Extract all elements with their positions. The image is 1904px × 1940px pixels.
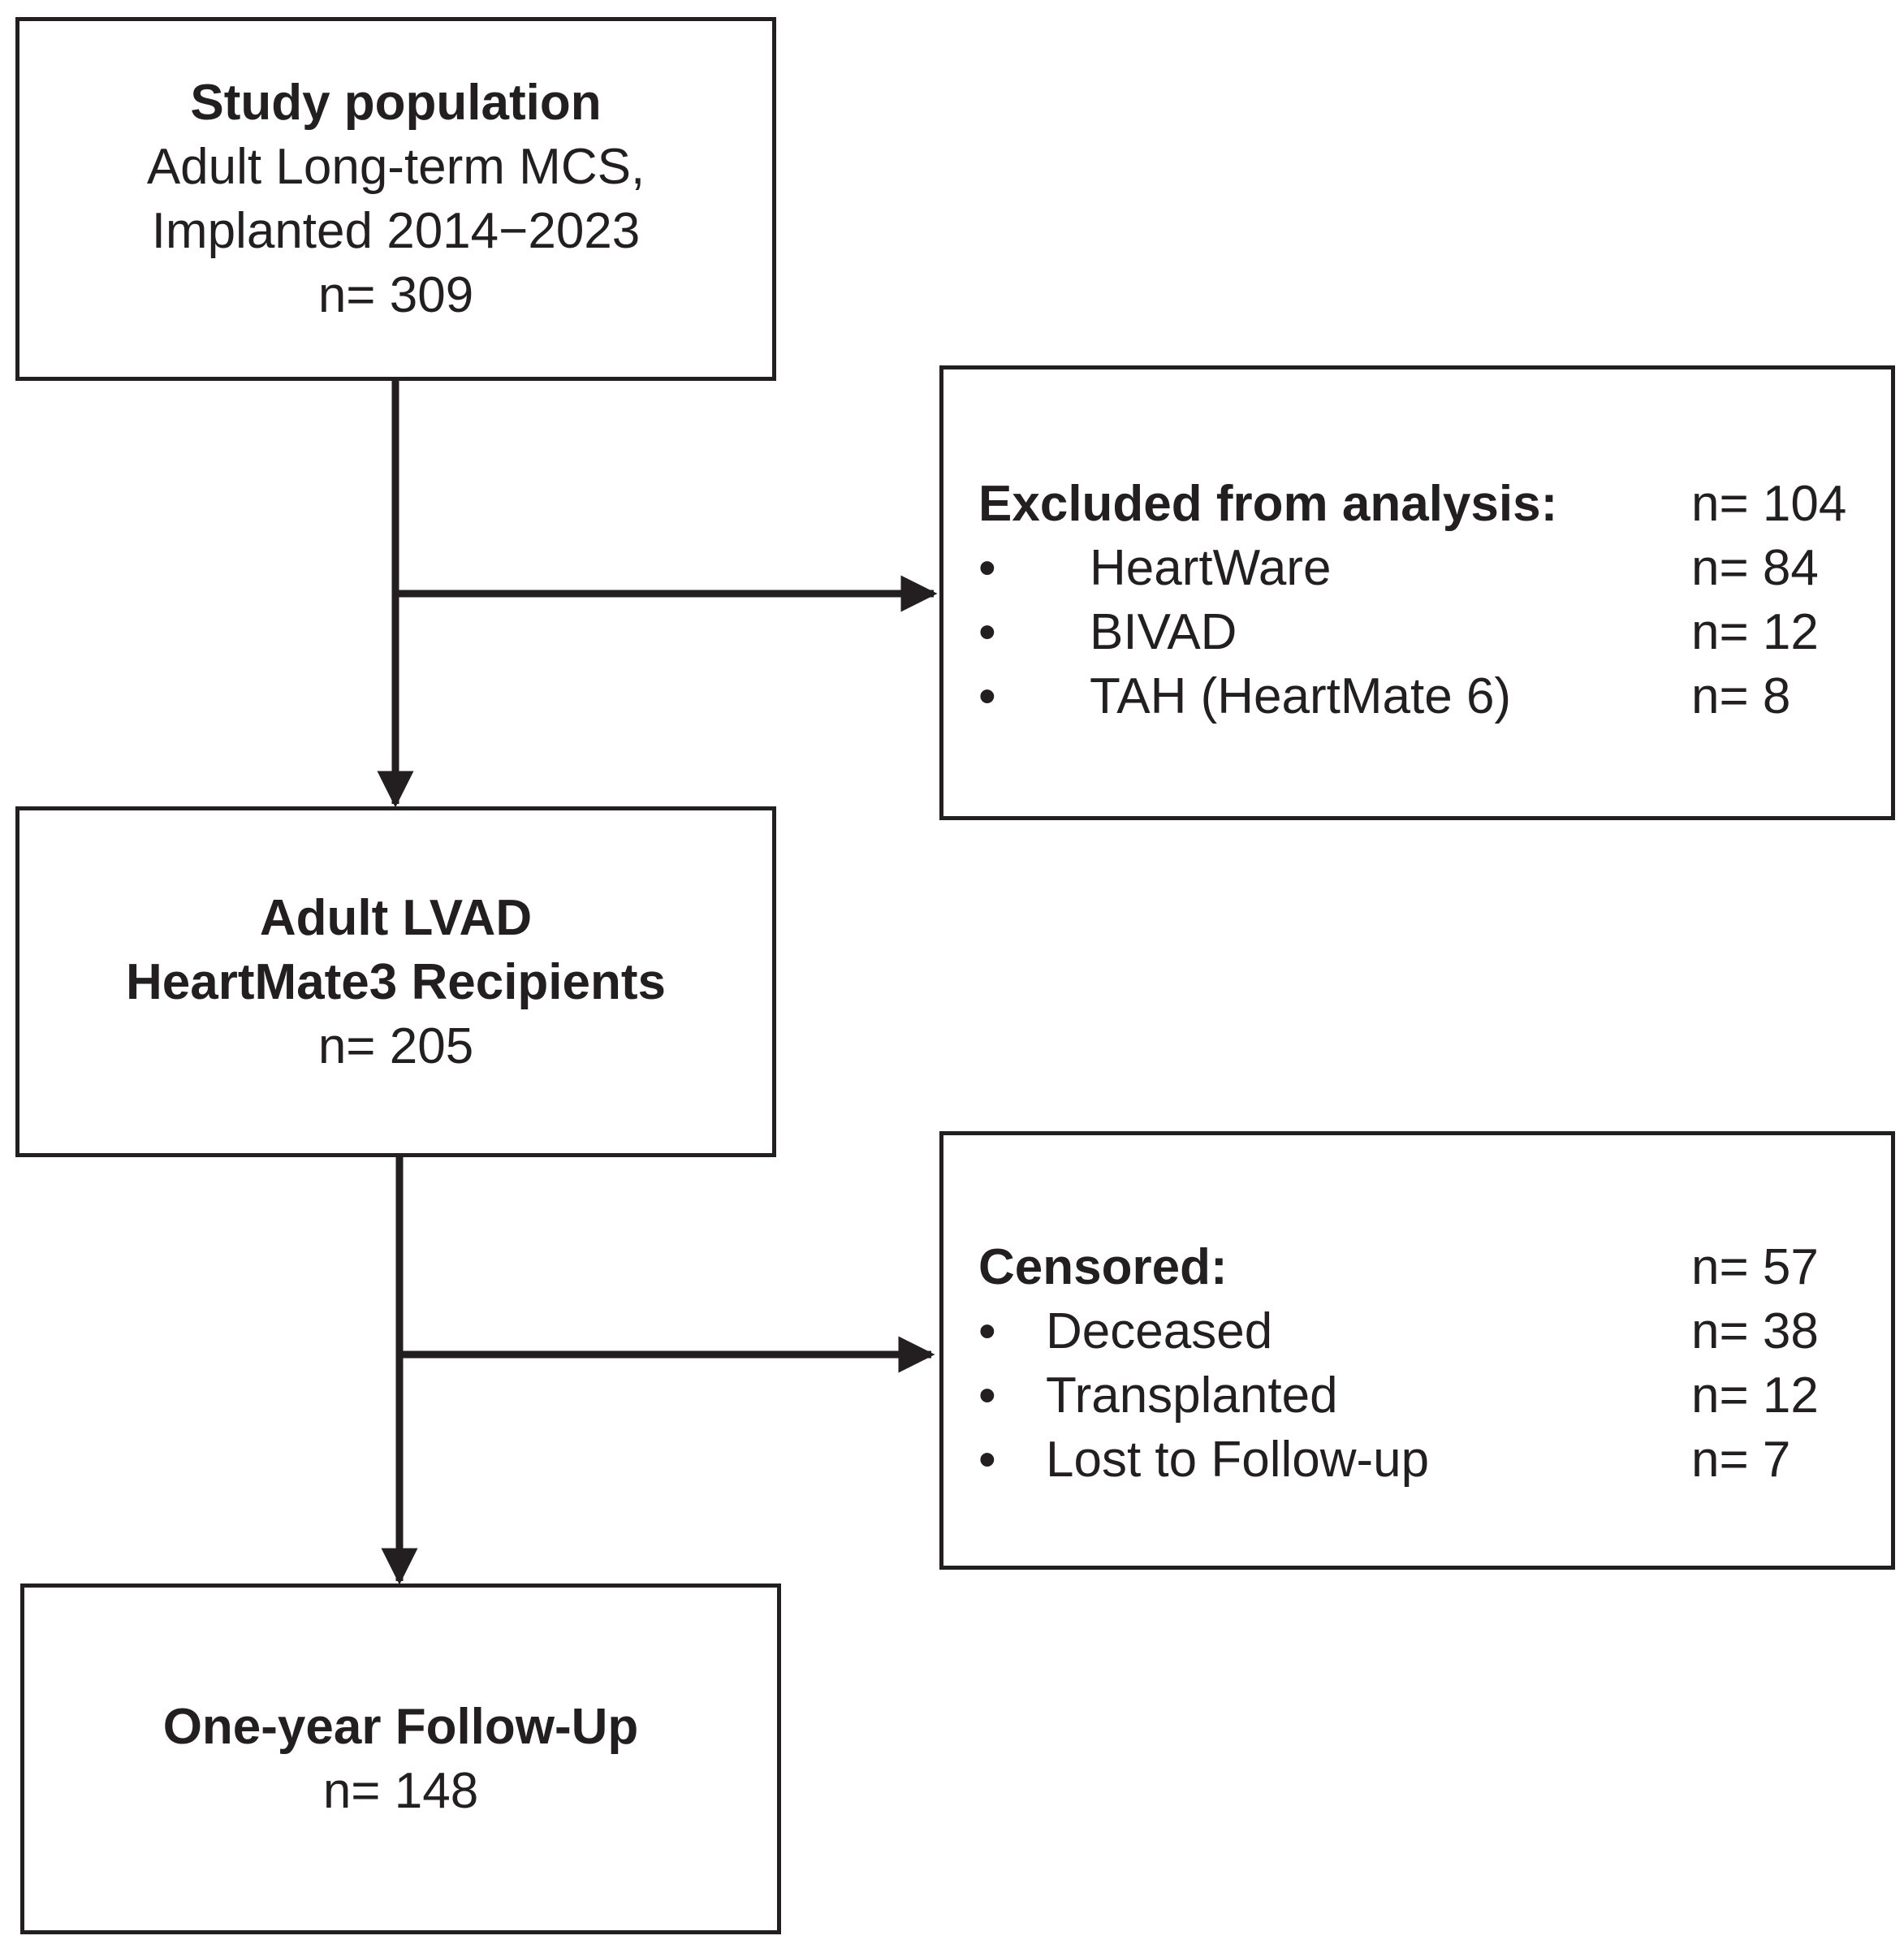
bullet-icon: • [978,1368,996,1424]
excluded-item: • HeartWare n= 84 [943,536,1891,600]
censored-item-count: n= 7 [1691,1432,1791,1488]
excluded-item: • TAH (HeartMate 6) n= 8 [943,664,1891,728]
study-population-title: Study population [190,75,602,131]
censored-item-label: Lost to Follow-up [1046,1432,1430,1488]
bullet-icon: • [978,1303,996,1359]
censored-item: • Transplanted n= 12 [943,1363,1891,1428]
censored-item: • Deceased n= 38 [943,1299,1891,1363]
excluded-item: • BIVAD n= 12 [943,600,1891,664]
bullet-icon: • [978,1432,996,1488]
censored-title: Censored: [978,1239,1228,1295]
censored-item-label: Transplanted [1046,1368,1338,1424]
excluded-item-count: n= 84 [1691,540,1819,596]
study-population-line2: Implanted 2014−2023 [151,203,641,259]
excluded-item-label: TAH (HeartMate 6) [1090,668,1512,724]
censored-total: n= 57 [1691,1239,1819,1295]
censored-item-label: Deceased [1046,1303,1273,1359]
excluded-total: n= 104 [1691,476,1847,532]
lvad-count: n= 205 [317,1018,474,1074]
excluded-item-count: n= 12 [1691,604,1819,660]
study-population-line1: Adult Long-term MCS, [146,139,645,195]
bullet-icon: • [978,604,996,660]
censored-header-row: Censored: n= 57 [943,1235,1891,1299]
excluded-item-count: n= 8 [1691,668,1791,724]
censored-box: Censored: n= 57 • Deceased n= 38 • Trans… [939,1131,1895,1570]
bullet-icon: • [978,540,996,596]
followup-title: One-year Follow-Up [162,1699,639,1755]
censored-item-count: n= 38 [1691,1303,1819,1359]
lvad-title-line2: HeartMate3 Recipients [125,953,667,1010]
excluded-box: Excluded from analysis: n= 104 • HeartWa… [939,365,1895,820]
lvad-recipients-box: Adult LVAD HeartMate3 Recipients n= 205 [15,806,776,1157]
excluded-item-label: HeartWare [1090,540,1332,596]
lvad-title-line1: Adult LVAD [259,889,533,946]
censored-item-count: n= 12 [1691,1368,1819,1424]
excluded-item-label: BIVAD [1090,604,1237,660]
followup-count: n= 148 [322,1763,479,1819]
followup-box: One-year Follow-Up n= 148 [20,1584,781,1934]
study-population-count: n= 309 [317,267,474,323]
censored-item: • Lost to Follow-up n= 7 [943,1428,1891,1492]
excluded-title: Excluded from analysis: [978,476,1558,532]
study-population-box: Study population Adult Long-term MCS, Im… [15,17,776,381]
excluded-header-row: Excluded from analysis: n= 104 [943,472,1891,536]
bullet-icon: • [978,668,996,724]
